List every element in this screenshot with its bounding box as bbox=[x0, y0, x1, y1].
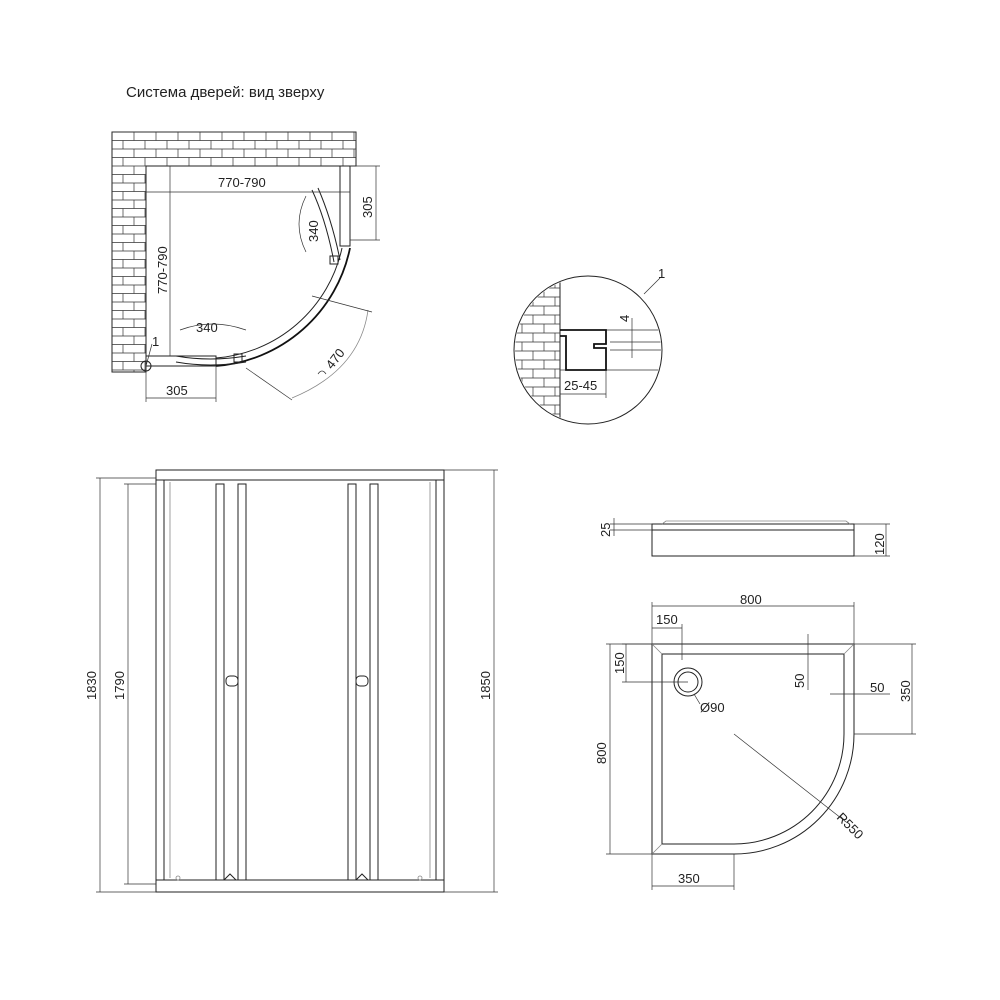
door-panel-left bbox=[175, 355, 247, 366]
door-sweep-left bbox=[179, 323, 247, 331]
detail-circle bbox=[513, 275, 663, 425]
seal-left bbox=[175, 875, 181, 881]
drain-x-label: 150 bbox=[656, 612, 678, 627]
detail-callout-label: 1 bbox=[658, 266, 665, 281]
dim-range-label: 25-45 bbox=[564, 378, 597, 393]
radius-label: R550 bbox=[834, 810, 867, 843]
right-post bbox=[435, 479, 445, 881]
opening-arrow-icon bbox=[317, 370, 327, 375]
tray-side-body bbox=[651, 523, 855, 557]
dim-height-inner-left-label: 1790 bbox=[112, 671, 127, 700]
brick-wall-outline bbox=[111, 131, 357, 373]
right-door-handle bbox=[355, 675, 369, 687]
brick-pattern-left bbox=[112, 165, 146, 372]
edge-top-label: 50 bbox=[792, 674, 807, 688]
curved-glass-inner bbox=[215, 247, 343, 359]
u-profile bbox=[560, 329, 607, 371]
tray-top-view: 800 800 150 150 Ø90 50 50 350 350 R550 bbox=[594, 592, 916, 890]
dim-door-opening-label: 470 bbox=[323, 346, 348, 372]
opening-extension-lower bbox=[245, 367, 293, 401]
tray-outer-contour bbox=[651, 643, 855, 855]
edge-right-label: 50 bbox=[870, 680, 884, 695]
tray-inner-contour bbox=[661, 653, 845, 845]
callout-marker bbox=[140, 360, 152, 372]
tray-rim-label: 25 bbox=[598, 523, 613, 537]
right-wall-profile bbox=[339, 165, 351, 247]
tray-corner-lines bbox=[651, 643, 855, 855]
curved-glass-outer bbox=[215, 247, 351, 367]
left-door-stile-outer bbox=[215, 483, 225, 881]
drain-leader bbox=[693, 693, 701, 705]
tray-depth-label: 800 bbox=[594, 742, 609, 764]
door-sweep-right bbox=[298, 195, 307, 253]
left-door-handle bbox=[225, 675, 239, 687]
brick-pattern-top bbox=[112, 131, 356, 166]
left-door-roller bbox=[223, 873, 237, 881]
profile-detail: 1 4 25-45 bbox=[513, 266, 665, 425]
drain-y-label: 150 bbox=[612, 652, 627, 674]
dim-height-outer-left-label: 1830 bbox=[84, 671, 99, 700]
tray-height-label: 120 bbox=[872, 533, 887, 555]
seal-right bbox=[417, 875, 423, 881]
left-post bbox=[155, 479, 165, 881]
door-roller-right bbox=[329, 255, 339, 265]
door-roller-left bbox=[233, 353, 243, 363]
callout-label: 1 bbox=[152, 334, 159, 349]
dim-door-right-label: 340 bbox=[306, 220, 321, 242]
tray-width-label: 800 bbox=[740, 592, 762, 607]
straight-bottom-label: 350 bbox=[678, 871, 700, 886]
opening-extension-upper bbox=[311, 295, 373, 313]
dim-gap-label: 4 bbox=[617, 315, 632, 322]
tray-side-view: 25 120 bbox=[598, 518, 890, 557]
dim-bottom-side-label: 305 bbox=[166, 383, 188, 398]
drain-diameter-label: Ø90 bbox=[700, 700, 725, 715]
right-door-stile-outer bbox=[369, 483, 379, 881]
top-view: 770-790 770-790 305 305 340 340 470 1 bbox=[111, 131, 380, 402]
dim-depth-label: 770-790 bbox=[155, 246, 170, 294]
tray-side-inner bbox=[661, 520, 851, 525]
dim-height-right-label: 1850 bbox=[478, 671, 493, 700]
brick-pattern-detail bbox=[515, 277, 560, 423]
top-rail bbox=[155, 469, 445, 481]
dim-right-side-label: 305 bbox=[360, 196, 375, 218]
left-door-stile-inner bbox=[237, 483, 247, 881]
right-door-roller bbox=[355, 873, 369, 881]
front-view: 1830 1790 1850 bbox=[84, 469, 498, 893]
detail-callout-leader bbox=[643, 277, 661, 295]
door-panel-right bbox=[311, 187, 341, 263]
right-door-stile-inner bbox=[347, 483, 357, 881]
door-opening-sweep bbox=[291, 309, 369, 399]
radius-leader bbox=[733, 733, 847, 823]
dim-door-left-label: 340 bbox=[196, 320, 218, 335]
drawing-title: Система дверей: вид зверху bbox=[126, 84, 325, 101]
straight-right-label: 350 bbox=[898, 680, 913, 702]
bottom-rail bbox=[155, 879, 445, 893]
dim-width-label: 770-790 bbox=[218, 175, 266, 190]
callout-leader bbox=[145, 343, 153, 367]
